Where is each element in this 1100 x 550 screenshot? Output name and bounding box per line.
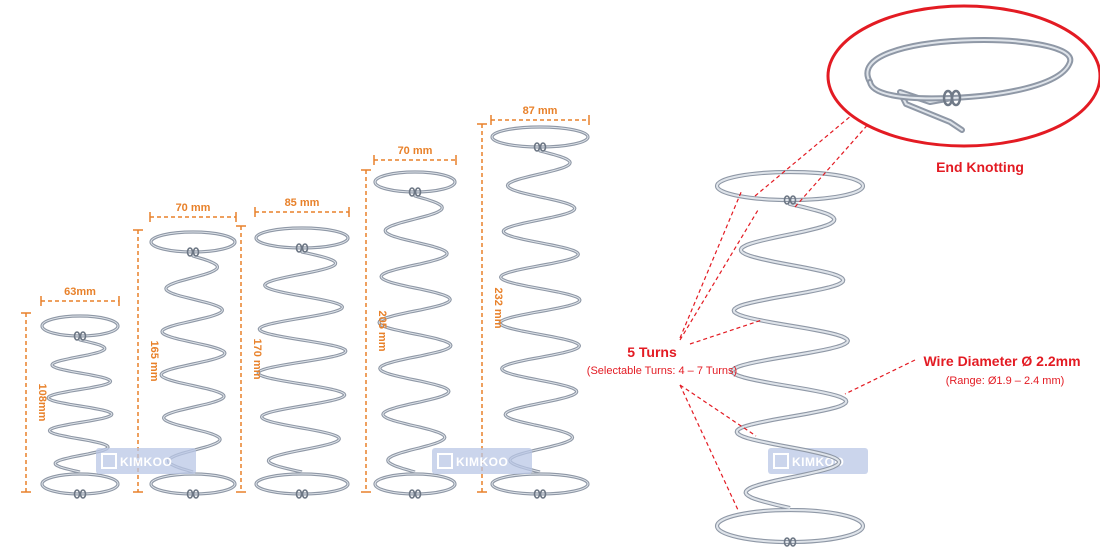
spring-wire-highlight	[716, 171, 864, 543]
detail-spring	[714, 169, 866, 547]
logo-mark-icon	[437, 453, 453, 469]
springs-group: 63mm 108mm 70 mm 165 mm 85 mm 170 mm 70 mm 205 …	[21, 105, 590, 499]
top-knot-icon	[186, 247, 200, 257]
bottom-knot-icon	[408, 489, 422, 499]
spring-item-5: 87 mm 232 mm	[477, 105, 590, 499]
spring-wire	[254, 226, 350, 496]
inset-knot-icon	[942, 89, 962, 107]
spring-2	[149, 230, 237, 499]
width-dimension-4: 70 mm	[373, 145, 457, 165]
spring-wire-highlight	[374, 171, 456, 495]
wire-diameter-label: Wire Diameter Ø 2.2mm	[923, 353, 1080, 369]
spring-wire-highlight	[150, 231, 236, 495]
width-dimension-1: 63mm	[40, 286, 120, 306]
spring-5	[490, 125, 590, 499]
bottom-knot-icon	[186, 489, 200, 499]
height-dimension-4: 205 mm	[361, 169, 388, 493]
logo-mark-icon	[101, 453, 117, 469]
width-dimension-3: 85 mm	[254, 197, 350, 217]
height-dimension-1: 108mm	[21, 312, 48, 493]
width-dimension-label: 70 mm	[176, 202, 211, 214]
height-dimension-label: 205 mm	[376, 311, 388, 352]
watermark-text: KIMKOO	[456, 455, 508, 469]
watermark-logo-left: KIMKOO	[96, 448, 196, 474]
spring-item-1: 63mm 108mm	[21, 286, 120, 499]
spring-item-4: 70 mm 205 mm	[361, 145, 457, 499]
width-dimension-label: 70 mm	[398, 145, 433, 157]
height-dimension-label: 108mm	[36, 384, 48, 422]
spring-wire	[490, 125, 590, 496]
detail-spring-group	[679, 103, 916, 547]
height-dimension-5: 232 mm	[477, 123, 504, 493]
end-knotting-inset	[826, 4, 1100, 148]
top-knot-icon	[783, 195, 797, 205]
width-dimension-5: 87 mm	[490, 105, 590, 125]
width-dimension-2: 70 mm	[149, 202, 237, 222]
height-dimension-label: 170 mm	[251, 339, 263, 380]
spring-4	[373, 170, 457, 499]
height-dimension-label: 232 mm	[492, 288, 504, 329]
height-dimension-label: 165 mm	[148, 341, 160, 382]
spring-wire-highlight	[255, 227, 349, 495]
width-dimension-label: 63mm	[64, 286, 96, 298]
bottom-knot-icon	[73, 489, 87, 499]
top-knot-icon	[295, 243, 309, 253]
wire-range-label: (Range: Ø1.9 – 2.4 mm)	[946, 375, 1065, 387]
width-dimension-label: 87 mm	[523, 105, 558, 117]
watermark-logo-middle: KIMKOO	[432, 448, 532, 474]
watermark-text: KIMKOO	[120, 455, 172, 469]
width-dimension-label: 85 mm	[285, 197, 320, 209]
spring-wire-highlight	[491, 126, 589, 495]
top-knot-icon	[408, 187, 422, 197]
bottom-knot-icon	[533, 489, 547, 499]
height-dimension-3: 170 mm	[236, 225, 263, 493]
bottom-knot-icon	[295, 489, 309, 499]
turns-sub-label: (Selectable Turns: 4 – 7 Turns)	[587, 365, 737, 377]
spring-item-3: 85 mm 170 mm	[236, 197, 350, 499]
top-knot-icon	[533, 142, 547, 152]
bottom-knot-icon	[783, 537, 797, 547]
end-knotting-label: End Knotting	[936, 159, 1024, 175]
top-knot-icon	[73, 331, 87, 341]
spring-3	[254, 226, 350, 499]
logo-mark-icon	[773, 453, 789, 469]
turns-label: 5 Turns	[627, 344, 677, 360]
